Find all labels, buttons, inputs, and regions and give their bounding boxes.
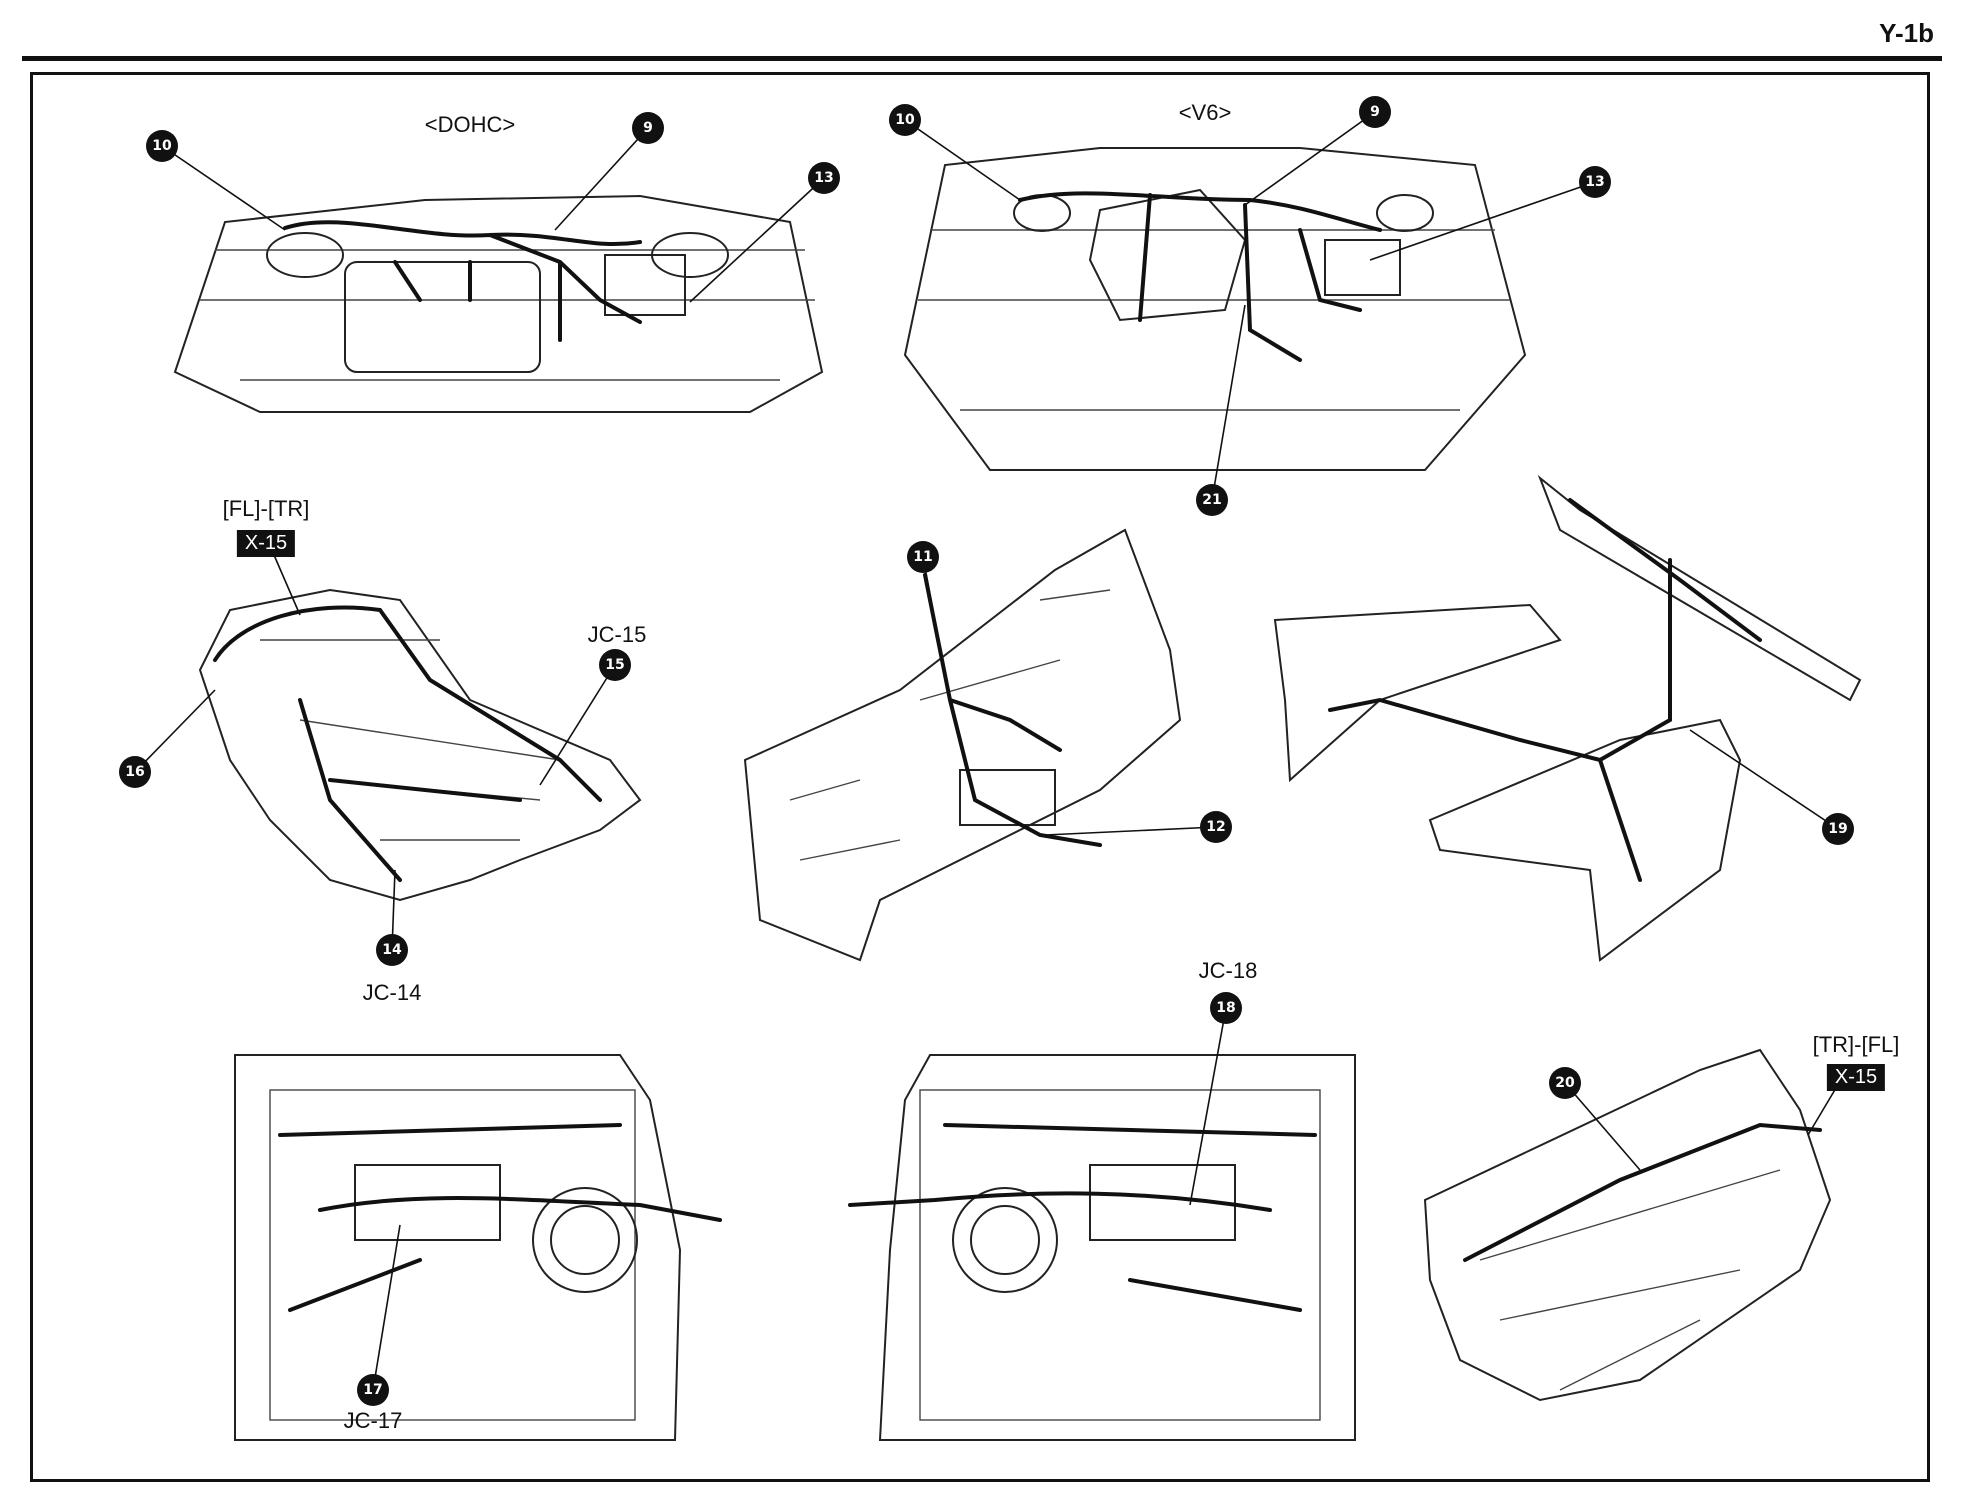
connector-tag-x15-front: X-15 xyxy=(236,530,296,557)
connector-label-jc14: JC-14 xyxy=(362,980,422,1005)
floor-harness-view xyxy=(198,588,642,902)
callout-badge-10-v6: 10 xyxy=(889,104,921,136)
callout-badge-10-dohc: 10 xyxy=(146,130,178,162)
callout-badge-9-dohc: 9 xyxy=(632,112,664,144)
diagram-frame xyxy=(30,72,1930,1482)
connector-label-jc15: JC-15 xyxy=(587,622,647,647)
trunk-view xyxy=(1423,1048,1832,1402)
dohc-title: <DOHC> xyxy=(424,112,516,137)
callout-badge-18: 18 xyxy=(1210,992,1242,1024)
connector-label-tr-fl: [TR]-[FL] xyxy=(1812,1032,1900,1057)
page-label: Y-1b xyxy=(1879,18,1934,48)
callout-badge-14: 14 xyxy=(376,934,408,966)
callout-badge-13-v6: 13 xyxy=(1579,166,1611,198)
callout-badge-16: 16 xyxy=(119,756,151,788)
callout-badge-11: 11 xyxy=(907,541,939,573)
header-rule xyxy=(22,56,1942,61)
connector-label-fl-tr: [FL]-[TR] xyxy=(222,496,310,521)
v6-engine-bay xyxy=(903,147,1527,471)
connector-tag-x15-rear: X-15 xyxy=(1826,1064,1886,1091)
callout-badge-9-v6: 9 xyxy=(1359,96,1391,128)
left-door-view xyxy=(234,1054,722,1441)
callout-badge-19: 19 xyxy=(1822,813,1854,845)
callout-badge-17: 17 xyxy=(357,1374,389,1406)
right-door-view xyxy=(848,1054,1356,1441)
callout-badge-15: 15 xyxy=(599,649,631,681)
v6-title: <V6> xyxy=(1178,100,1232,125)
callout-badge-13-dohc: 13 xyxy=(808,162,840,194)
callout-badge-20: 20 xyxy=(1549,1067,1581,1099)
roof-harness-view xyxy=(1273,474,1862,962)
callout-badge-21: 21 xyxy=(1196,484,1228,516)
dohc-engine-bay xyxy=(173,194,824,413)
connector-label-jc17: JC-17 xyxy=(343,1408,403,1433)
connector-label-jc18: JC-18 xyxy=(1198,958,1258,983)
console-view xyxy=(743,528,1182,962)
callout-badge-12: 12 xyxy=(1200,811,1232,843)
